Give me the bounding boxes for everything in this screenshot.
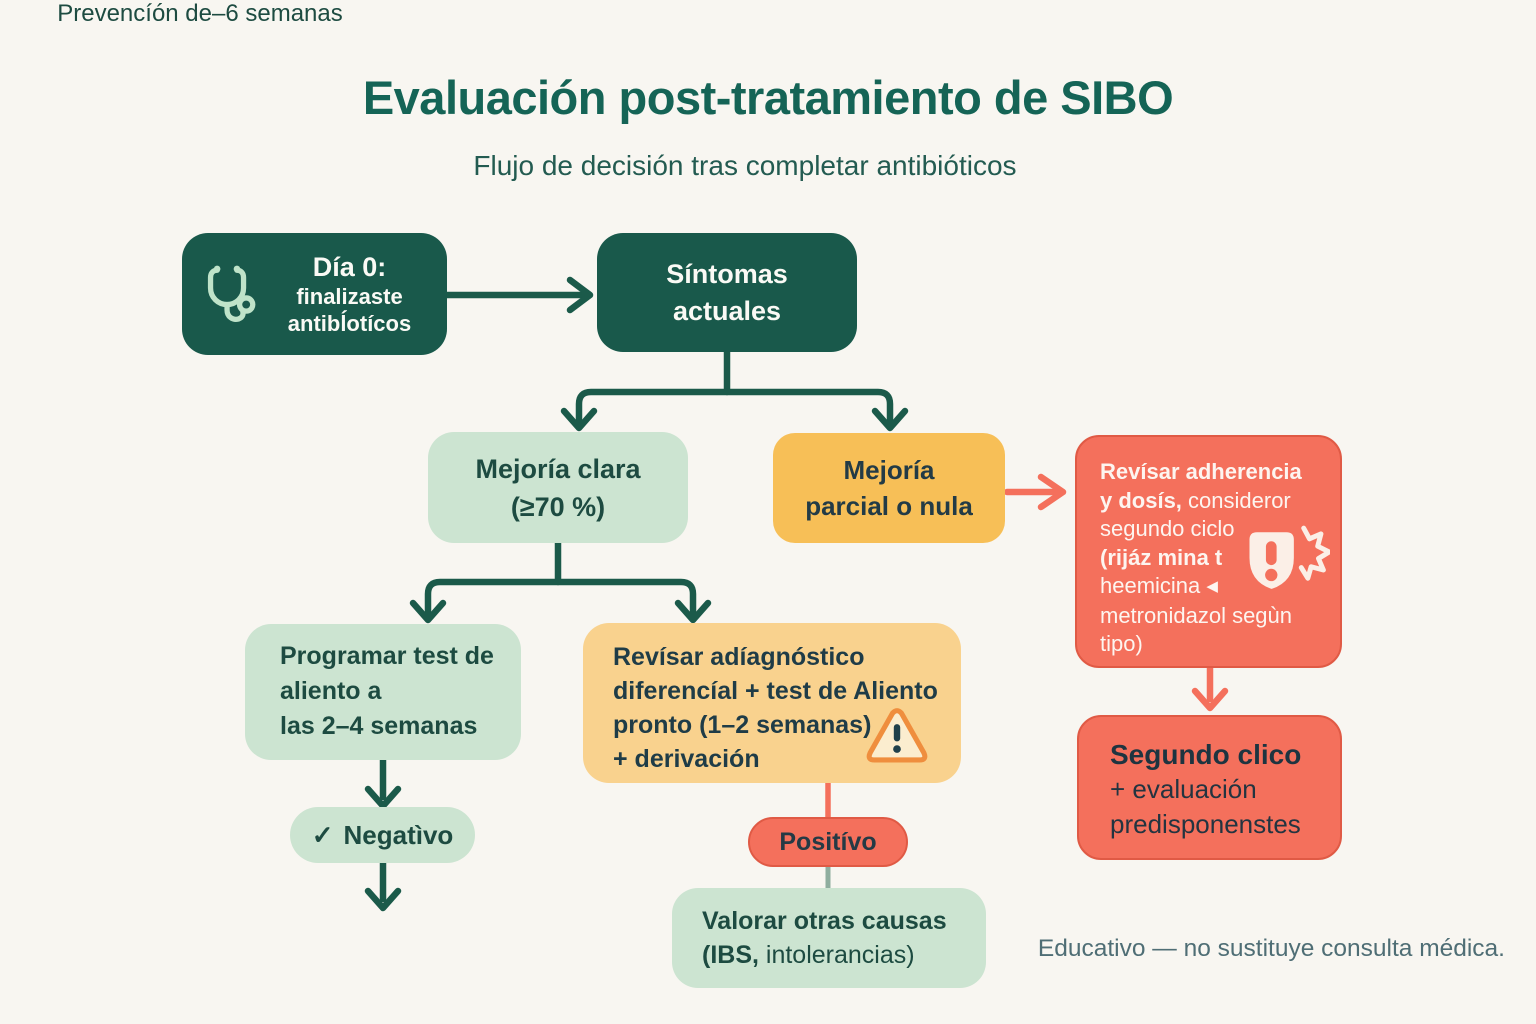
arrow-partial-to-adherence	[1003, 473, 1067, 511]
node-day0: Día 0: finalizaste antibĺotícos	[182, 233, 447, 355]
checkmark-icon: ✓	[311, 819, 334, 850]
improvement-clear-line1: Mejoría clara	[475, 453, 641, 484]
node-negative: ✓ Negatìvo	[290, 807, 475, 863]
positive-label: Positívo	[779, 827, 877, 856]
improvement-partial-line1: Mejoría	[843, 455, 935, 485]
node-improvement-partial: Mejoría parcial o nula	[773, 433, 1005, 543]
stethoscope-icon	[198, 252, 264, 337]
day0-title: Día 0:	[312, 251, 387, 282]
differential-line4: + derivación	[613, 745, 760, 773]
differential-line1: Revísar adíagnóstico	[613, 643, 865, 671]
speaker-icon: ◀	[1206, 578, 1218, 595]
adherence-line4: (rijáz mina t	[1100, 544, 1223, 570]
breath-test-line3: las 2–4 semanas	[280, 712, 478, 740]
other-causes-line2-bold: (IBS,	[702, 941, 759, 969]
node-breath-test: Programar test de aliento a las 2–4 sema…	[245, 624, 521, 760]
node-symptoms: Síntomas actuales	[597, 233, 857, 352]
other-causes-line1: Valorar otras causas	[702, 907, 947, 935]
day0-line2: finalizaste	[296, 283, 403, 309]
other-causes-line2-rest: intolerancias)	[758, 941, 915, 969]
arrow-clear-split	[409, 539, 712, 624]
arrow-day0-to-symptoms	[443, 276, 594, 314]
page-subtitle: Flujo de decisión tras completar antibió…	[473, 150, 1017, 181]
adherence-line3: segundo ciclo	[1100, 516, 1235, 541]
warning-triangle-icon	[865, 706, 929, 773]
node-positive: Positívo	[748, 817, 908, 867]
arrow-symptoms-split	[560, 348, 909, 432]
second-cycle-line3: predisponenstes	[1110, 809, 1301, 839]
alert-shield-icon	[1238, 517, 1332, 613]
arrow-negative-to-prevention	[364, 859, 402, 912]
disclaimer-note: Educativo — no sustituye consulta médica…	[1037, 935, 1505, 962]
node-second-cycle: Segundo clico + evaluación predisponenst…	[1077, 715, 1342, 860]
adherence-line2-rest: consideror	[1181, 487, 1291, 513]
adherence-line5: heemicina	[1100, 573, 1201, 598]
node-other-causes: Valorar otras causas (IBS, intolerancias…	[672, 888, 986, 988]
node-improvement-clear: Mejoría clara (≥70 %)	[428, 432, 688, 543]
arrow-breathtest-to-negative	[364, 756, 402, 810]
differential-line2: diferencíal + test de Aliento	[613, 677, 938, 705]
symptoms-line1: Síntomas	[666, 258, 788, 289]
second-cycle-line2: + evaluación	[1110, 774, 1257, 804]
differential-line3: pronto (1–2 semanas)	[613, 711, 872, 739]
adherence-line7: tipo)	[1100, 631, 1143, 656]
symptoms-line2: actuales	[672, 295, 782, 326]
adherence-line2-bold: y dosís,	[1100, 487, 1182, 513]
prevention-label: Prevencíón de–6 semanas	[57, 0, 343, 27]
breath-test-line1: Programar test de	[280, 642, 494, 670]
second-cycle-line1: Segundo clico	[1110, 739, 1302, 770]
adherence-line6: metronidazol segùn	[1100, 602, 1293, 628]
breath-test-line2: aliento a	[280, 677, 382, 705]
page-title: Evaluación post-tratamiento de SIBO	[362, 71, 1174, 124]
node-adherence: Revísar adherencia y dosís, consideror s…	[1075, 435, 1342, 668]
improvement-partial-line2: parcial o nula	[805, 491, 973, 521]
improvement-clear-line2: (≥70 %)	[510, 491, 606, 522]
negative-label: Negatìvo	[343, 819, 454, 850]
day0-line3: antibĺotícos	[287, 310, 412, 336]
adherence-line1: Revísar adherencia	[1100, 459, 1302, 484]
arrow-adherence-to-secondcycle	[1191, 664, 1229, 712]
node-differential: Revísar adíagnóstico diferencíal + test …	[583, 623, 961, 783]
